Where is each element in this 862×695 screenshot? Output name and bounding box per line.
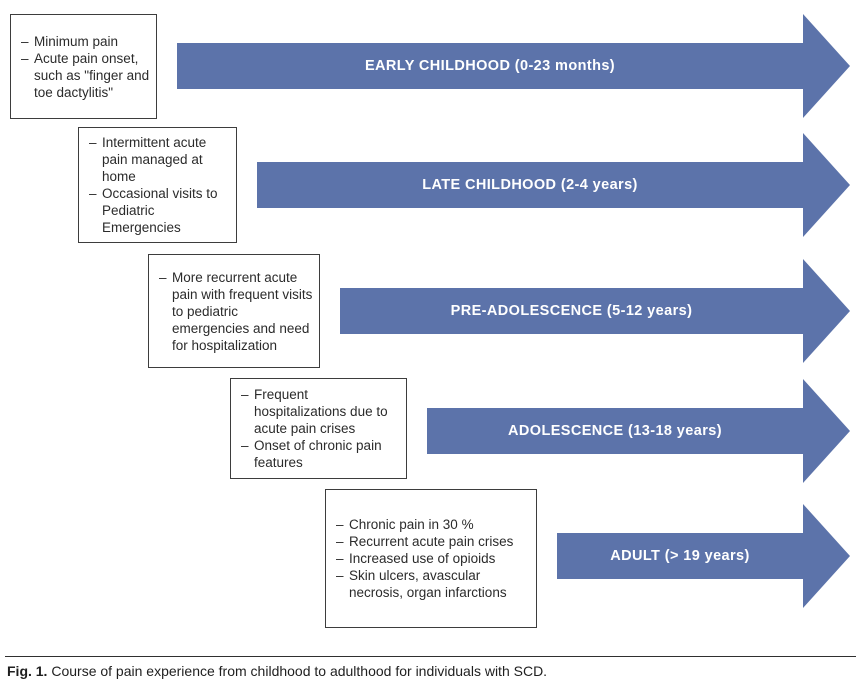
- bullet-item: – Minimum pain: [21, 33, 150, 50]
- bullet-dash: –: [89, 135, 97, 150]
- bullet-item: – Skin ulcers, avascular necrosis, organ…: [336, 567, 530, 601]
- arrow-head-icon: [803, 259, 850, 363]
- arrow-head-icon: [803, 504, 850, 608]
- bullet-text: Minimum pain: [34, 33, 119, 49]
- bullet-text: Onset of chronic pain features: [254, 438, 382, 470]
- arrow-shaft: ADULT (> 19 years): [557, 533, 803, 579]
- arrow-shaft: LATE CHILDHOOD (2-4 years): [257, 162, 803, 208]
- bullet-item: – Onset of chronic pain features: [241, 437, 400, 471]
- stage-label: LATE CHILDHOOD (2-4 years): [422, 177, 638, 193]
- note-box-early-childhood: – Minimum pain – Acute pain onset, such …: [10, 14, 157, 119]
- arrow-head-icon: [803, 14, 850, 118]
- figure-caption: Fig. 1. Course of pain experience from c…: [7, 663, 547, 679]
- bullet-item: – Chronic pain in 30 %: [336, 516, 530, 533]
- bullet-dash: –: [21, 50, 29, 66]
- bullet-dash: –: [241, 438, 249, 453]
- caption-divider: [5, 656, 856, 657]
- bullet-text: Intermittent acute pain managed at home: [102, 135, 207, 184]
- bullet-item: – Frequent hospitalizations due to acute…: [241, 386, 400, 437]
- bullet-text: More recurrent acute pain with frequent …: [172, 269, 313, 353]
- stage-label: EARLY CHILDHOOD (0-23 months): [364, 58, 616, 74]
- stage-arrow-adult: ADULT (> 19 years): [557, 504, 850, 608]
- bullet-dash: –: [89, 186, 97, 201]
- figure-number: Fig. 1.: [7, 663, 48, 679]
- bullet-dash: –: [336, 568, 344, 583]
- bullet-text: Chronic pain in 30 %: [349, 517, 474, 532]
- bullet-dash: –: [159, 269, 167, 285]
- arrow-shaft: EARLY CHILDHOOD (0-23 months): [177, 43, 803, 89]
- stage-label: PRE-ADOLESCENCE (5-12 years): [450, 303, 693, 319]
- note-box-late-childhood: – Intermittent acute pain managed at hom…: [78, 127, 237, 243]
- arrow-head-icon: [803, 379, 850, 483]
- arrow-head-icon: [803, 133, 850, 237]
- bullet-item: – Acute pain onset, such as "finger and …: [21, 50, 150, 101]
- bullet-text: Increased use of opioids: [349, 551, 496, 566]
- bullet-dash: –: [21, 33, 29, 49]
- arrow-shaft: PRE-ADOLESCENCE (5-12 years): [340, 288, 803, 334]
- bullet-text: Frequent hospitalizations due to acute p…: [254, 387, 388, 436]
- bullet-dash: –: [241, 387, 249, 402]
- bullet-text: Occasional visits to Pediatric Emergenci…: [102, 186, 218, 235]
- note-box-adolescence: – Frequent hospitalizations due to acute…: [230, 378, 407, 479]
- stage-arrow-late-childhood: LATE CHILDHOOD (2-4 years): [257, 133, 850, 237]
- bullet-text: Skin ulcers, avascular necrosis, organ i…: [349, 568, 507, 600]
- stage-arrow-early-childhood: EARLY CHILDHOOD (0-23 months): [177, 14, 850, 118]
- note-box-pre-adolescence: – More recurrent acute pain with frequen…: [148, 254, 320, 368]
- bullet-text: Recurrent acute pain crises: [349, 534, 514, 549]
- stage-arrow-pre-adolescence: PRE-ADOLESCENCE (5-12 years): [340, 259, 850, 363]
- bullet-item: – More recurrent acute pain with frequen…: [159, 269, 313, 354]
- bullet-text: Acute pain onset, such as "finger and to…: [34, 50, 150, 100]
- note-box-adult: – Chronic pain in 30 % – Recurrent acute…: [325, 489, 537, 628]
- bullet-item: – Occasional visits to Pediatric Emergen…: [89, 185, 230, 236]
- stage-label: ADULT (> 19 years): [610, 548, 750, 564]
- arrow-shaft: ADOLESCENCE (13-18 years): [427, 408, 803, 454]
- bullet-dash: –: [336, 551, 344, 566]
- bullet-dash: –: [336, 517, 344, 532]
- stage-arrow-adolescence: ADOLESCENCE (13-18 years): [427, 379, 850, 483]
- stage-label: ADOLESCENCE (13-18 years): [508, 423, 722, 439]
- bullet-item: – Increased use of opioids: [336, 550, 530, 567]
- figure-caption-text: Course of pain experience from childhood…: [51, 663, 548, 679]
- bullet-item: – Recurrent acute pain crises: [336, 533, 530, 550]
- bullet-dash: –: [336, 534, 344, 549]
- bullet-item: – Intermittent acute pain managed at hom…: [89, 134, 230, 185]
